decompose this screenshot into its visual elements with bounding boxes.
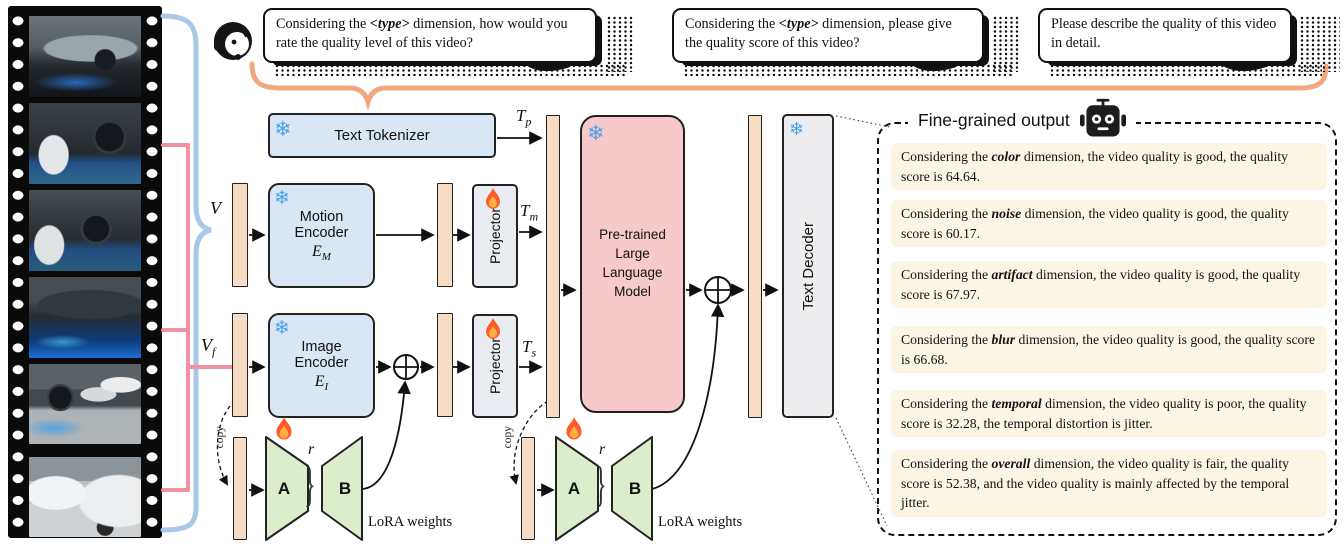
bubble3-halftone-bottom [1050, 64, 1322, 76]
rank-label: r [308, 441, 315, 458]
lora-a-label: A [567, 479, 581, 498]
bubble3-text: Please describe the quality of this vide… [1051, 16, 1277, 51]
bubble2-halftone-bottom [684, 64, 1014, 76]
bubble1-halftone-right [607, 16, 633, 72]
text-decoder-block: Text Decoder [782, 114, 834, 418]
image-feature-bar [437, 313, 453, 417]
rank-label: r [599, 441, 606, 458]
motion-tokens-label: Tm [520, 201, 539, 224]
snowflake-icon: ❄ [587, 122, 605, 145]
flame-icon [483, 187, 503, 211]
text-decoder-label: Text Decoder [799, 221, 817, 311]
output-item-overall: Considering the overall dimension, the v… [891, 450, 1327, 517]
llm-line2: Large [615, 246, 650, 261]
motion-feature-bar [437, 183, 453, 287]
llm-line1: Pre-trained [599, 227, 666, 242]
lora-b-label: B [338, 479, 352, 498]
lora-a-label: A [277, 479, 291, 498]
question-bubble-3: Please describe the quality of this vide… [1038, 8, 1292, 63]
rank-brace: } [595, 456, 607, 512]
image-encoder-line1: Image [301, 339, 342, 355]
film-sprocket-holes-left [11, 10, 25, 534]
question-bubble-1: Considering the <type> dimension, how wo… [263, 8, 597, 63]
spatial-tokens-label: Ts [522, 337, 537, 360]
video-input-brace [160, 13, 212, 533]
video-frame-1 [29, 16, 141, 97]
bubble2-pre: Considering the [685, 16, 779, 32]
snowflake-icon: ❄ [274, 118, 292, 141]
copy-label: copy [214, 426, 226, 449]
bubble1-pre: Considering the [276, 16, 370, 32]
output-panel-header: Fine-grained output [908, 97, 1136, 143]
bubble2-halftone-right [993, 16, 1019, 72]
bubble3-tail [1218, 61, 1268, 72]
lora-input-bar-right [521, 437, 535, 540]
llm-line4: Model [614, 284, 651, 299]
video-input-label: V [210, 198, 221, 218]
snowflake-icon: ❄ [274, 318, 290, 339]
output-panel-title: Fine-grained output [918, 109, 1070, 130]
flame-icon [273, 416, 293, 440]
output-item-blur: Considering the blur dimension, the vide… [891, 326, 1327, 373]
motion-encoder-line1: Motion [299, 209, 344, 225]
projector-block-image: Projector [472, 314, 518, 418]
text-tokenizer-label: Text Tokenizer [334, 127, 430, 144]
snowflake-icon: ❄ [789, 119, 805, 139]
user-headset-icon [210, 18, 258, 66]
robot-icon [1079, 98, 1126, 142]
bubble1-tail [522, 61, 572, 72]
bubble1-type-token: <type> [369, 16, 410, 32]
video-frame-3 [29, 190, 141, 271]
lora-weights-label: LoRA weights [368, 514, 453, 530]
concat-token-bar [546, 115, 560, 418]
output-item-noise: Considering the noise dimension, the vid… [891, 200, 1327, 247]
output-item-artifact: Considering the artifact dimension, the … [891, 261, 1327, 308]
bubble2-type-token: <type> [778, 16, 819, 32]
output-item-color: Considering the color dimension, the vid… [891, 143, 1327, 190]
snowflake-icon: ❄ [274, 188, 290, 209]
llm-block: Pre-trained Large Language Model [580, 115, 685, 413]
projector-label: Projector [487, 207, 503, 265]
motion-encoder-block: Motion Encoder EM [268, 183, 375, 288]
llm-output-bar [748, 115, 762, 418]
bubble3-halftone-right [1300, 16, 1340, 72]
flame-icon [563, 416, 583, 440]
video-token-bar [232, 183, 248, 287]
lora-weights-label: LoRA weights [658, 514, 743, 530]
lora-input-bar-left [233, 437, 247, 540]
copy-label: copy [502, 426, 514, 449]
projector-label: Projector [487, 337, 503, 395]
video-frame-2 [29, 103, 141, 184]
image-encoder-block: Image Encoder EI [268, 313, 375, 418]
video-frame-6 [29, 457, 141, 537]
frames-token-bar [232, 313, 248, 417]
motion-encoder-symbol: EM [312, 243, 331, 264]
bubble2-tail [908, 61, 958, 72]
film-sprocket-holes-right [145, 10, 159, 534]
prompt-tokens-label: Tp [516, 106, 532, 129]
output-item-temporal: Considering the temporal dimension, the … [891, 390, 1327, 437]
sampled-frames-label: Vf [201, 335, 216, 359]
motion-encoder-line2: Encoder [294, 225, 349, 241]
video-frame-4 [29, 277, 141, 358]
flame-icon [483, 317, 503, 341]
film-strip [8, 6, 162, 538]
bubble2-post: dimension, please give the quality score… [685, 16, 952, 51]
llm-line3: Language [602, 265, 663, 280]
bubble1-post: dimension, how would you rate the qualit… [276, 16, 568, 51]
image-encoder-line2: Encoder [294, 355, 349, 371]
rank-brace: } [304, 456, 316, 512]
video-frame-5 [29, 364, 141, 444]
lora-b-label: B [628, 479, 642, 498]
text-tokenizer-block: Text Tokenizer [268, 113, 496, 158]
question-bubble-2: Considering the <type> dimension, please… [672, 8, 984, 63]
image-encoder-symbol: EI [314, 373, 329, 394]
